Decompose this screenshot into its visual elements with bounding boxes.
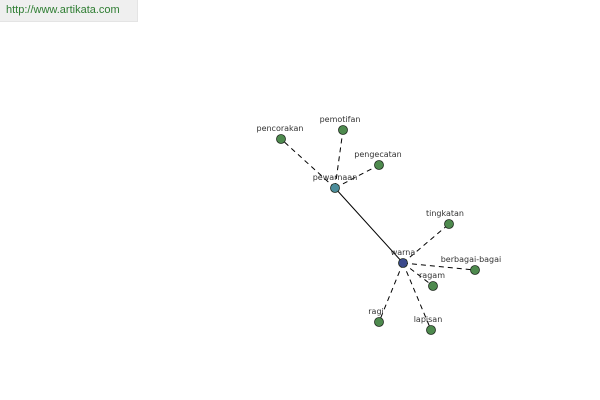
node-label-lapisan: lapisan (414, 315, 443, 324)
source-link[interactable]: http://www.artikata.com (6, 4, 120, 16)
node-marker-ragi[interactable] (374, 317, 384, 327)
node-pencorakan[interactable]: pencorakan (256, 124, 304, 144)
node-label-ragam: ragam (419, 271, 445, 280)
edge-pewarnaan-pemotifan (334, 129, 344, 189)
edge-warna-lapisan (402, 262, 432, 331)
node-marker-pencorakan[interactable] (276, 134, 286, 144)
edge-pewarnaan-pencorakan (280, 138, 336, 189)
node-label-berbagai-bagai: berbagai-bagai (441, 255, 502, 264)
node-layer: warna pewarnaan pencorakan pemotifan pengeca… (256, 115, 501, 335)
source-banner: http://www.artikata.com (0, 0, 138, 22)
edge-warna-tingkatan (402, 223, 450, 264)
node-tingkatan[interactable]: tingkatan (426, 209, 464, 229)
node-label-pencorakan: pencorakan (256, 124, 303, 133)
node-berbagai-bagai[interactable]: berbagai-bagai (441, 255, 502, 275)
node-marker-pengecatan[interactable] (374, 160, 384, 170)
node-marker-pewarnaan[interactable] (330, 183, 340, 193)
node-label-pengecatan: pengecatan (354, 150, 401, 159)
edge-warna-ragam (402, 262, 434, 287)
node-warna[interactable]: warna (391, 248, 416, 268)
node-marker-tingkatan[interactable] (444, 219, 454, 229)
node-marker-pemotifan[interactable] (338, 125, 348, 135)
edge-warna-ragi (378, 262, 404, 323)
node-lapisan[interactable]: lapisan (414, 315, 443, 335)
node-pengecatan[interactable]: pengecatan (354, 150, 402, 170)
node-marker-berbagai-bagai[interactable] (470, 265, 480, 275)
node-label-tingkatan: tingkatan (426, 209, 464, 218)
edge-layer (280, 129, 476, 331)
node-pewarnaan[interactable]: pewarnaan (313, 173, 358, 193)
node-label-pewarnaan: pewarnaan (313, 173, 358, 182)
edge-warna-pewarnaan (334, 187, 404, 264)
node-ragi[interactable]: ragi (368, 307, 384, 327)
node-marker-lapisan[interactable] (426, 325, 436, 335)
node-ragam[interactable]: ragam (419, 271, 445, 291)
node-label-warna: warna (391, 248, 416, 257)
node-pemotifan[interactable]: pemotifan (320, 115, 361, 135)
node-label-ragi: ragi (368, 307, 384, 316)
node-label-pemotifan: pemotifan (320, 115, 361, 124)
node-marker-ragam[interactable] (428, 281, 438, 291)
edge-warna-berbagai-bagai (402, 262, 476, 271)
node-marker-warna[interactable] (398, 258, 408, 268)
